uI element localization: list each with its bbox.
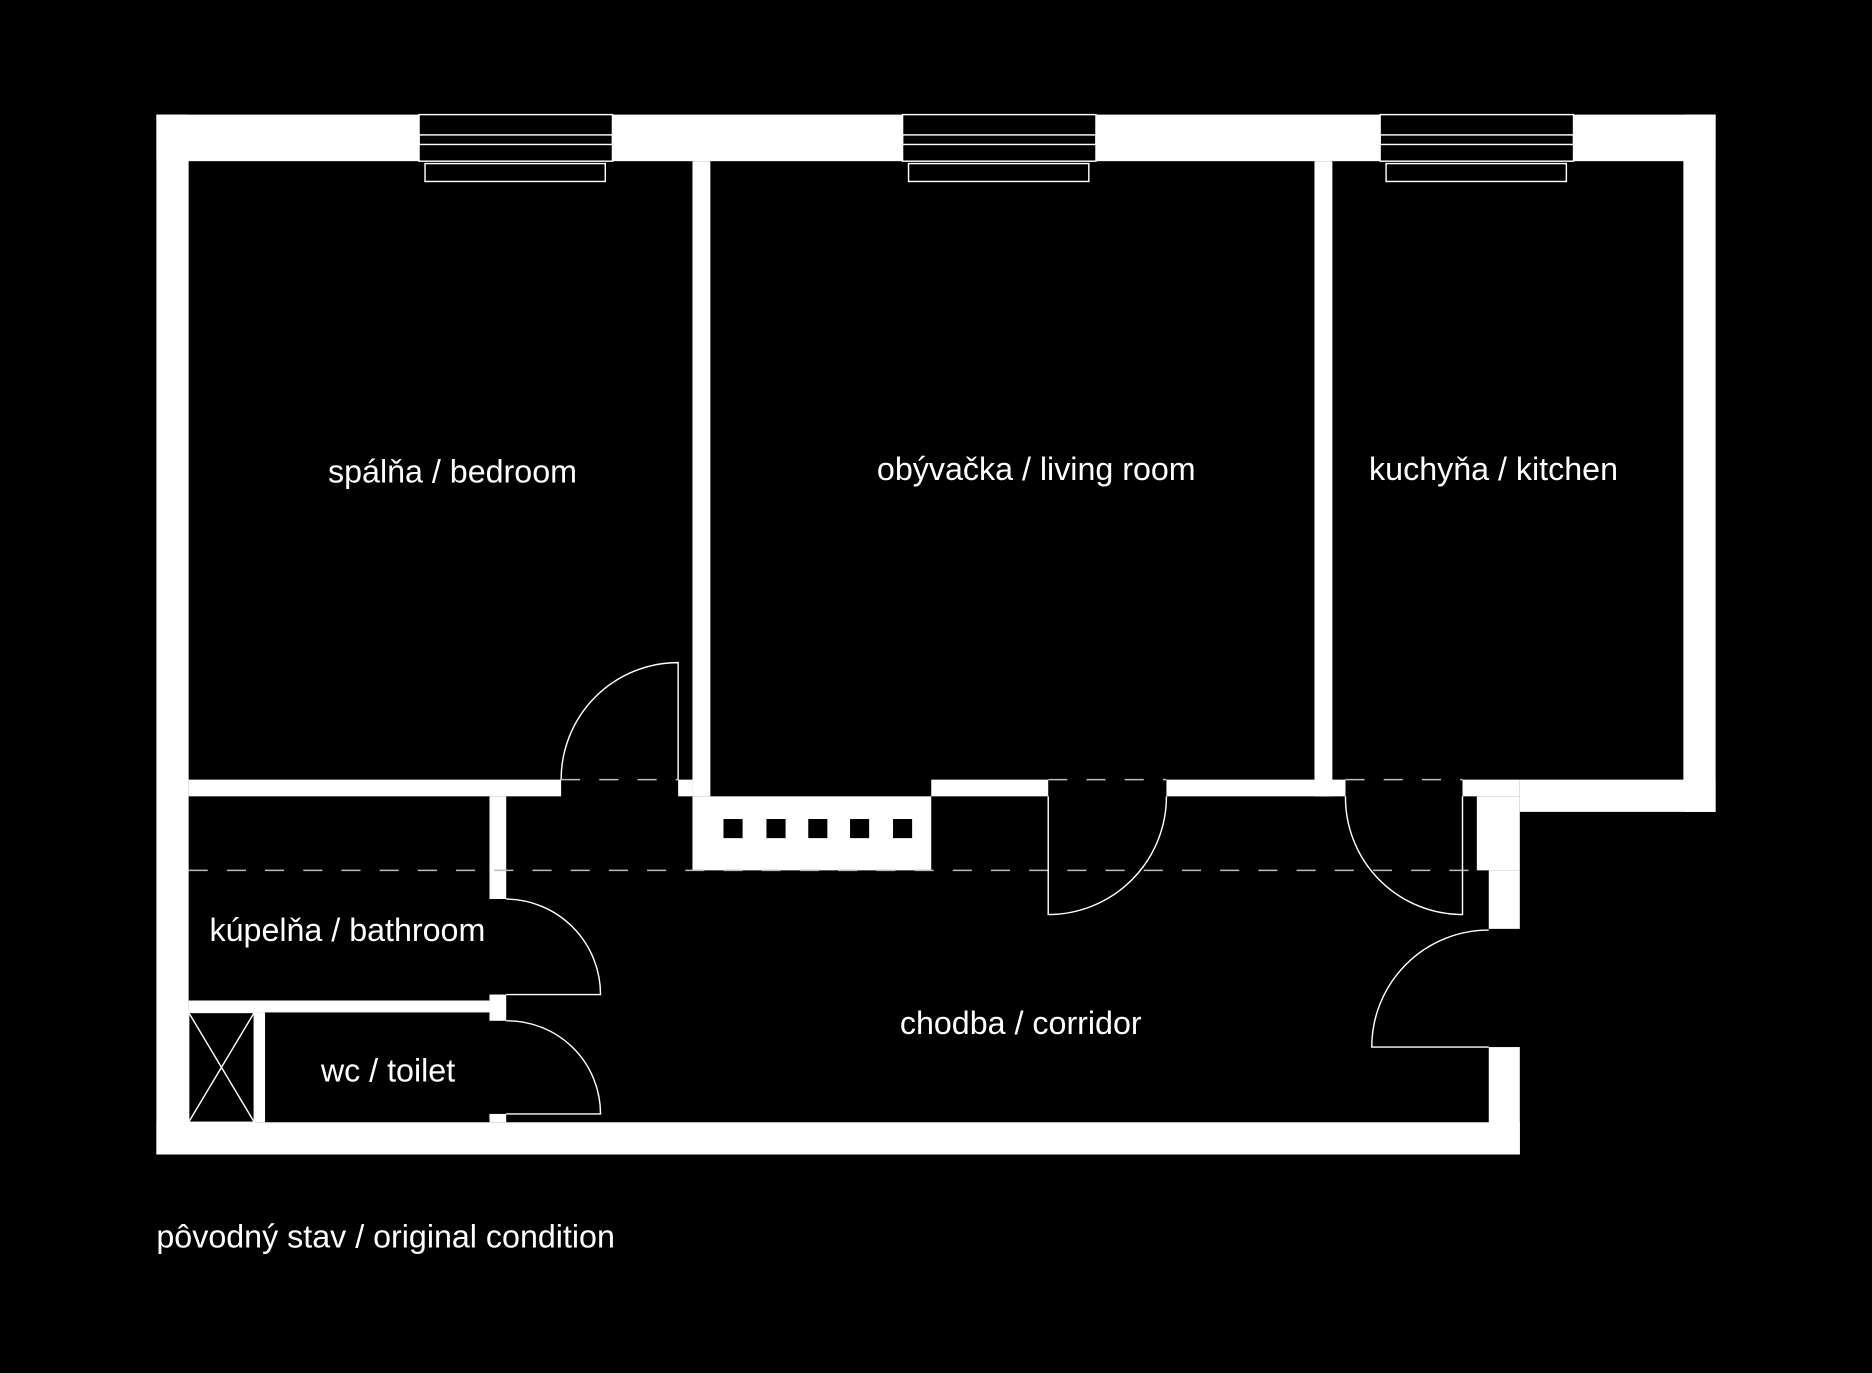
label-kitchen: kuchyňa / kitchen bbox=[1369, 451, 1618, 487]
door-toilet bbox=[506, 1020, 602, 1115]
label-living-room: obývačka / living room bbox=[877, 451, 1196, 487]
interior-walls bbox=[188, 161, 1520, 1123]
room-labels: spálňa / bedroom obývačka / living room … bbox=[210, 451, 1619, 1089]
label-corridor: chodba / corridor bbox=[900, 1005, 1142, 1041]
door-living-room bbox=[1047, 796, 1168, 916]
label-bathroom: kúpelňa / bathroom bbox=[210, 912, 486, 948]
door-entrance bbox=[1371, 929, 1489, 1048]
window-kitchen bbox=[1379, 113, 1575, 183]
label-bedroom: spálňa / bedroom bbox=[328, 453, 577, 489]
door-bedroom bbox=[560, 661, 679, 780]
caption: pôvodný stav / original condition bbox=[156, 1219, 615, 1255]
window-living-room bbox=[901, 113, 1097, 183]
window-bedroom bbox=[418, 113, 614, 183]
ventilation-shaft bbox=[187, 1011, 256, 1123]
exterior-walls bbox=[156, 114, 1716, 1155]
windows bbox=[418, 113, 1575, 183]
chimney-block bbox=[692, 796, 932, 871]
door-bathroom bbox=[506, 898, 602, 996]
doors bbox=[506, 661, 1489, 1115]
door-kitchen bbox=[1344, 796, 1464, 916]
label-toilet: wc / toilet bbox=[320, 1053, 455, 1089]
